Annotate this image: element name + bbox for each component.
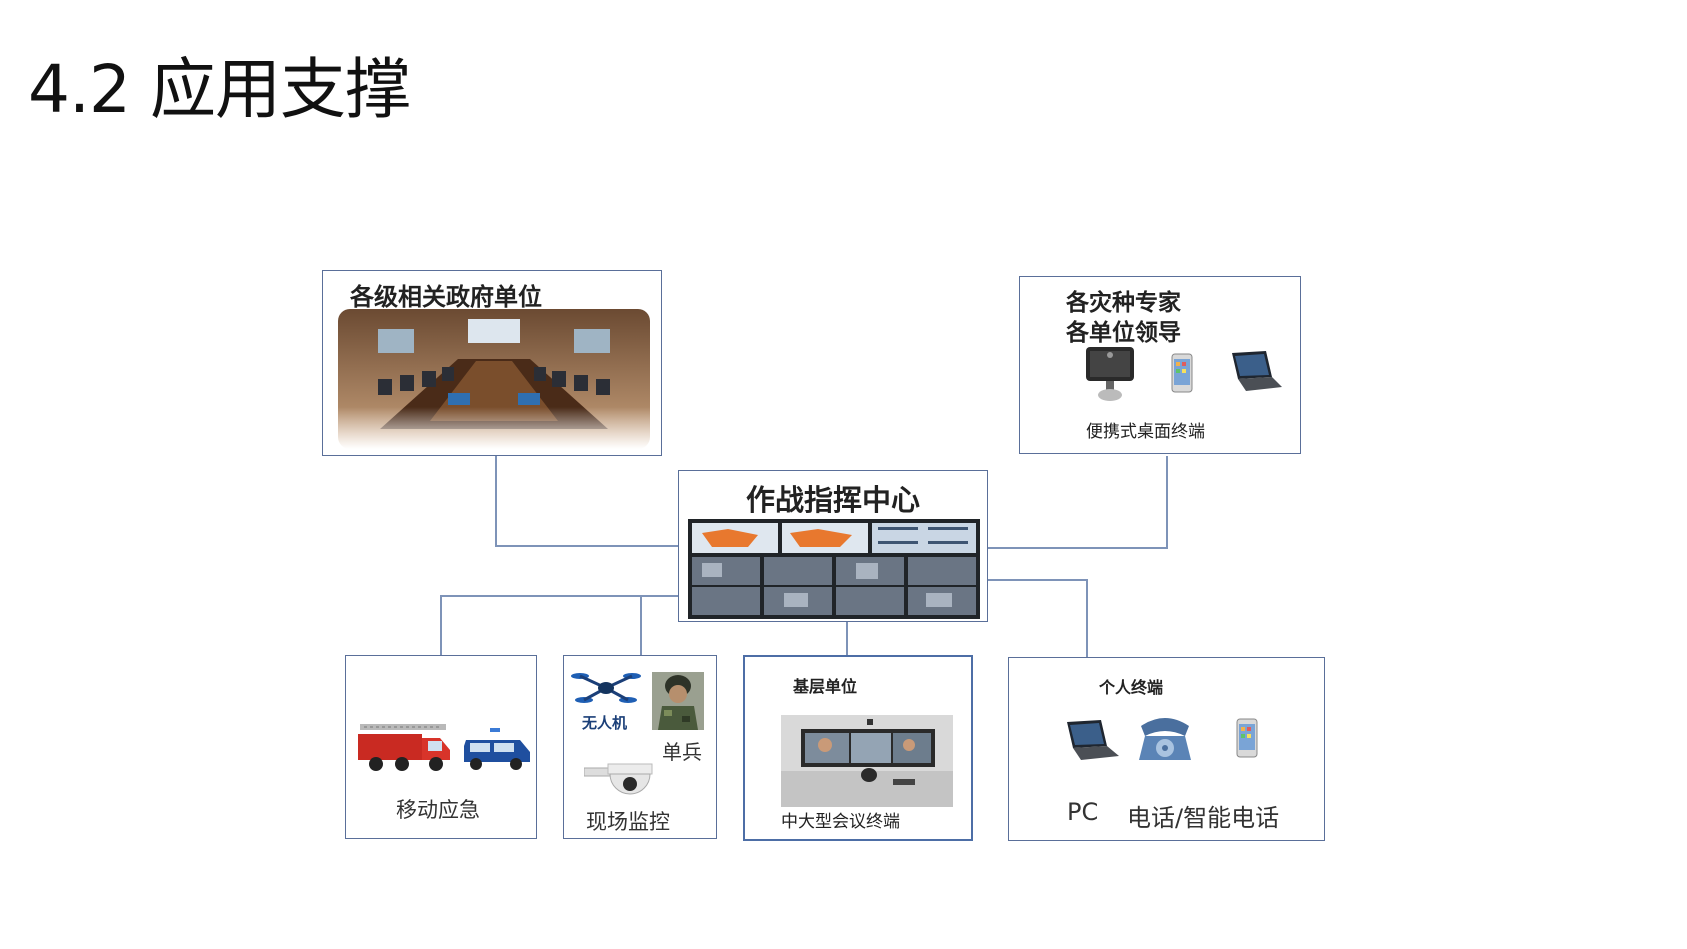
- police-car-icon: [464, 728, 530, 770]
- video-wall-photo: [688, 519, 980, 619]
- smartphone-icon: [1236, 718, 1258, 758]
- pc-label: PC: [1067, 798, 1099, 826]
- gov-units-label: 各级相关政府单位: [350, 283, 542, 311]
- phone-label: 电话/智能电话: [1127, 804, 1280, 832]
- soldier-label: 单兵: [662, 740, 702, 764]
- experts-line1: 各灾种专家: [1066, 290, 1181, 316]
- experts-line2: 各单位领导: [1066, 320, 1181, 346]
- mobile-emergency-label: 移动应急: [396, 798, 480, 822]
- personal-terminals-box: 个人终端 PC 电话/智能电话: [1008, 657, 1325, 841]
- drone-label: 无人机: [582, 714, 628, 732]
- gov-units-box: 各级相关政府单位: [322, 270, 662, 456]
- mobile-emergency-box: 移动应急: [345, 655, 537, 839]
- dome-camera-icon: [584, 763, 653, 795]
- drone-icon: [571, 673, 641, 703]
- command-center-box: 作战指挥中心: [678, 470, 988, 622]
- experts-box: 各灾种专家 各单位领导 便携式桌面终端: [1019, 276, 1301, 454]
- video-terminal-icon: [1086, 347, 1134, 401]
- desk-phone-icon: [1139, 718, 1191, 760]
- field-units-box: 无人机 单兵 现场监控: [563, 655, 717, 839]
- soldier-photo: [652, 672, 704, 730]
- fire-truck-icon: [358, 724, 450, 771]
- camera-label: 现场监控: [586, 810, 670, 834]
- smartphone-icon: [1171, 353, 1193, 393]
- command-center-label: 作战指挥中心: [746, 483, 921, 517]
- laptop-icon: [1067, 720, 1119, 760]
- conference-terminal-photo: [781, 715, 953, 807]
- conference-room-photo: [338, 309, 650, 449]
- laptop-icon: [1232, 351, 1282, 391]
- slide-title: 4.2 应用支撑: [28, 51, 411, 128]
- grassroots-box: 基层单位 中大型会议终端: [743, 655, 973, 841]
- grassroots-caption: 中大型会议终端: [781, 812, 900, 832]
- grassroots-label: 基层单位: [793, 677, 858, 696]
- personal-terminals-label: 个人终端: [1099, 678, 1164, 697]
- experts-caption: 便携式桌面终端: [1086, 422, 1205, 442]
